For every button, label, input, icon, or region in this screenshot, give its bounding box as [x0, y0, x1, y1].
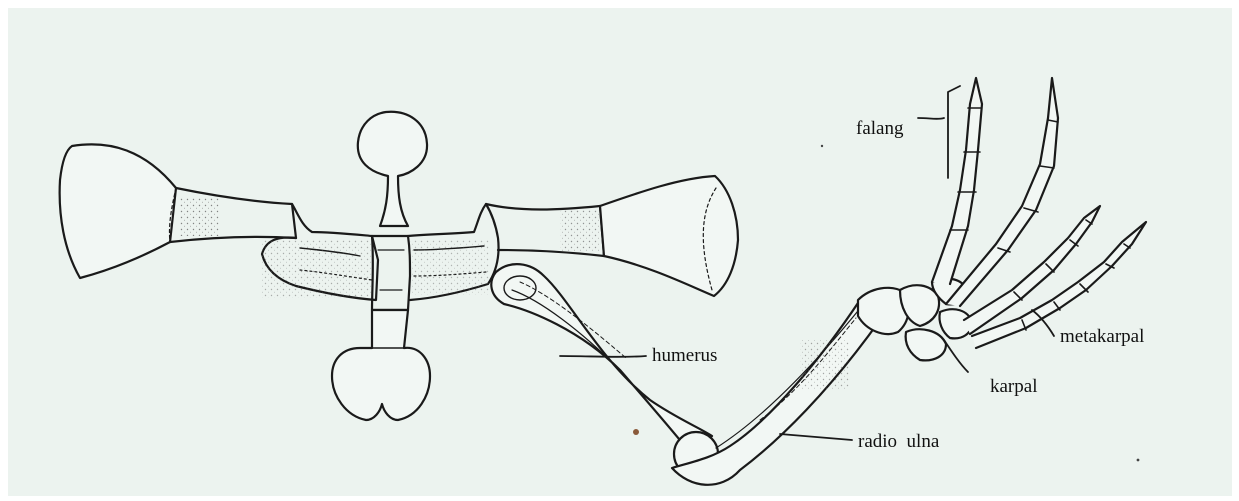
falang-leader [918, 118, 944, 119]
ink-speck [633, 429, 639, 435]
label-radio-ulna: radio ulna [858, 432, 939, 451]
label-karpal: karpal [990, 377, 1037, 396]
label-metakarpal: metakarpal [1060, 327, 1144, 346]
label-falang: falang [856, 119, 903, 138]
label-humerus: humerus [652, 346, 717, 365]
ink-speck [1137, 459, 1140, 462]
humerus-leader [560, 356, 646, 357]
ink-speck [821, 145, 823, 147]
